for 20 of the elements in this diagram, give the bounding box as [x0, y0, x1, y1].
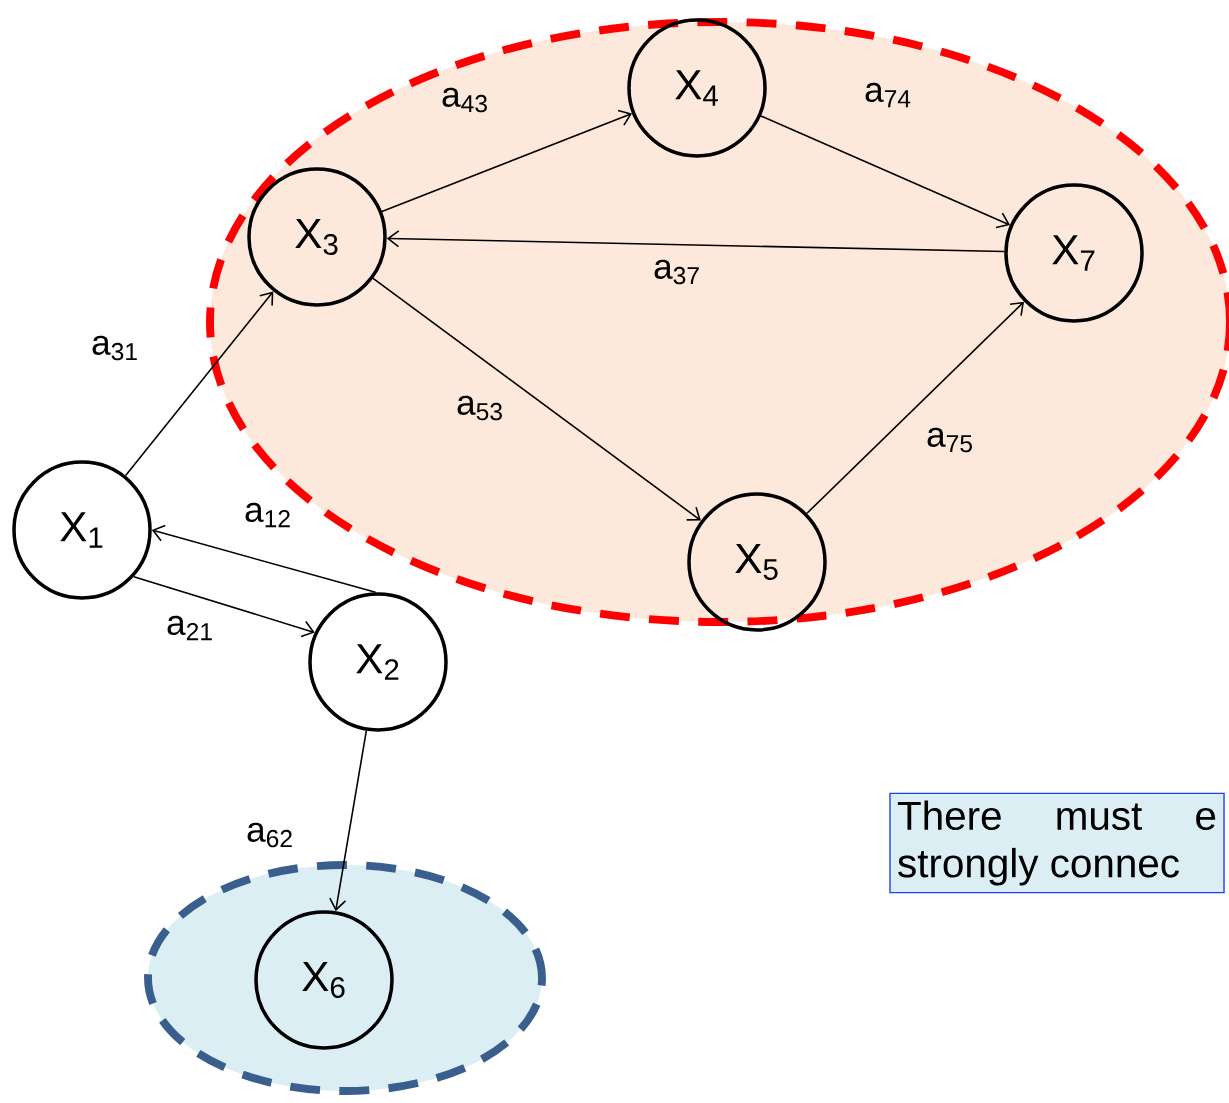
arrow: [381, 109, 633, 213]
edge-label: a$_{53}$: [457, 395, 502, 421]
edge-label: a$_{21}$: [167, 615, 212, 641]
arrow: [133, 575, 315, 638]
arrow: [386, 230, 1006, 253]
text-box: There must e strongly connec: [889, 792, 1225, 894]
arrow: [329, 730, 368, 912]
arrow: [760, 115, 1011, 229]
edge-label: a$_{12}$: [245, 502, 290, 528]
arrow: [806, 301, 1025, 515]
edge-label: a$_{31}$: [92, 335, 137, 361]
edge-label: a$_{43}$: [442, 87, 487, 113]
edge-label: a$_{75}$: [927, 427, 972, 453]
arrow: [124, 291, 274, 477]
dashed-ellipse: [144, 861, 546, 1095]
edge-label: a$_{37}$: [654, 259, 699, 285]
edge-label: a$_{62}$: [247, 822, 292, 848]
edge-label: a$_{74}$: [865, 82, 911, 108]
arrow: [372, 277, 701, 521]
arrow: [151, 524, 377, 594]
